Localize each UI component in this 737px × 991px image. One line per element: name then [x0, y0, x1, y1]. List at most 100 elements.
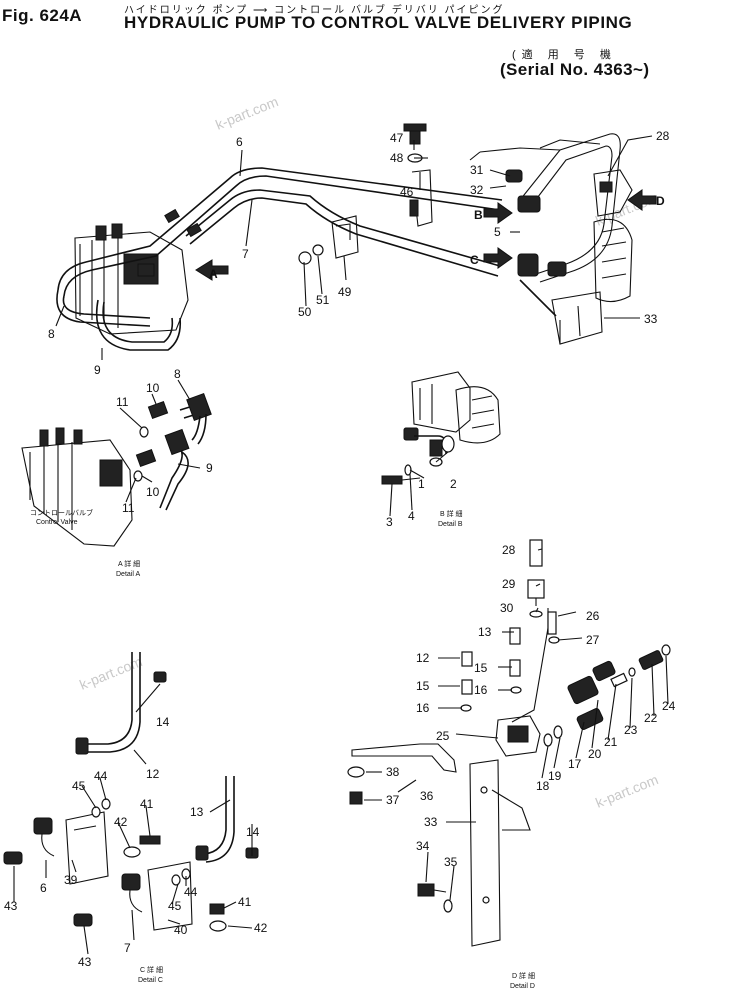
callout-7-detail-c: 7 [124, 941, 131, 955]
detail-b-title-jp: B 詳 細 [440, 509, 463, 518]
callout-31: 31 [470, 163, 484, 177]
detail-b: B 詳 細 Detail B [381, 371, 501, 528]
callout-5: 5 [494, 225, 501, 239]
pump-fitting-cluster [469, 133, 621, 317]
watermark-bottom: k-part.com [593, 771, 660, 811]
callout-9-detail-a: 9 [206, 461, 213, 475]
watermark-left: k-part.com [77, 653, 144, 693]
serial-english: (Serial No. 4363~) [500, 60, 650, 79]
callout-50: 50 [298, 305, 312, 319]
callout-33-detail-d: 33 [424, 815, 438, 829]
callout-10-lower: 10 [146, 485, 160, 499]
arrow-b-label: B [474, 208, 483, 222]
callout-8-detail-a: 8 [174, 367, 181, 381]
callout-51: 51 [316, 293, 330, 307]
callout-41-lower: 41 [238, 895, 252, 909]
callout-34: 34 [416, 839, 430, 853]
callout-22: 22 [644, 711, 658, 725]
callout-15-left: 15 [416, 679, 430, 693]
callout-12-detail-c: 12 [146, 767, 160, 781]
callout-46: 46 [400, 185, 414, 199]
callout-48: 48 [390, 151, 404, 165]
callout-43-lower: 43 [78, 955, 92, 969]
callout-16-right: 16 [474, 683, 488, 697]
watermark-right: k-part.com [593, 189, 660, 229]
control-valve-main [74, 223, 189, 335]
arrow-a-label: A [209, 267, 218, 281]
callout-41-upper: 41 [140, 797, 154, 811]
callout-23: 23 [624, 723, 638, 737]
callout-6: 6 [236, 135, 243, 149]
callout-24: 24 [662, 699, 676, 713]
callout-45-upper: 45 [72, 779, 86, 793]
callout-27: 27 [586, 633, 600, 647]
arrow-d-label: D [656, 194, 665, 208]
callout-19: 19 [548, 769, 562, 783]
leader-lines [13, 135, 669, 955]
clamp-bracket-parts [298, 123, 433, 265]
detail-c-title-jp: C 詳 細 [140, 965, 163, 974]
callout-16-left: 16 [416, 701, 430, 715]
callout-49: 49 [338, 285, 352, 299]
callout-15-right: 15 [474, 661, 488, 675]
callout-47: 47 [390, 131, 404, 145]
callout-42-lower: 42 [254, 921, 268, 935]
callout-9: 9 [94, 363, 101, 377]
callout-45-lower: 45 [168, 899, 182, 913]
detail-d: D 詳 細 Detail D [347, 539, 671, 990]
detail-a-part-jp: コントロールバルブ [30, 508, 93, 517]
callout-42-upper: 42 [114, 815, 128, 829]
callout-3: 3 [386, 515, 393, 529]
callout-35: 35 [444, 855, 458, 869]
title-japanese: ハイドロリック ポンプ ⟶ コントロール バルブ デリバリ パイピング [124, 5, 505, 16]
callout-10-upper: 10 [146, 381, 160, 395]
callout-6-detail-c: 6 [40, 881, 47, 895]
arrow-c-label: C [470, 253, 479, 267]
callout-20: 20 [588, 747, 602, 761]
callout-40: 40 [174, 923, 188, 937]
detail-d-title-en: Detail D [510, 983, 535, 990]
callout-30: 30 [500, 601, 514, 615]
callout-1: 1 [418, 477, 425, 491]
detail-a-title-en: Detail A [116, 571, 140, 578]
callout-44-upper: 44 [94, 769, 108, 783]
callout-13-detail-d: 13 [478, 625, 492, 639]
callout-36: 36 [420, 789, 434, 803]
figure-number: Fig. 624A [2, 6, 83, 25]
callout-18: 18 [536, 779, 550, 793]
callout-28: 28 [656, 129, 670, 143]
callout-21: 21 [604, 735, 618, 749]
callout-numbers: 6 7 8 9 28 31 32 5 47 48 46 49 51 50 33 … [4, 129, 676, 969]
detail-b-title-en: Detail B [438, 521, 463, 528]
callout-14-upper: 14 [156, 715, 170, 729]
detail-a-title-jp: A 詳 細 [118, 559, 140, 568]
callout-39: 39 [64, 873, 78, 887]
hydraulic-pump [551, 169, 633, 345]
callout-32: 32 [470, 183, 484, 197]
callout-37: 37 [386, 793, 400, 807]
callout-14-lower: 14 [246, 825, 260, 839]
callout-26: 26 [586, 609, 600, 623]
title-english: HYDRAULIC PUMP TO CONTROL VALVE DELIVERY… [124, 13, 633, 32]
callout-7: 7 [242, 247, 249, 261]
callout-4: 4 [408, 509, 415, 523]
callout-13-detail-c: 13 [190, 805, 204, 819]
detail-a-part-en: Control Valve [36, 519, 78, 526]
callout-11-lower: 11 [122, 501, 135, 515]
main-assembly: A [56, 123, 665, 351]
detail-d-title-jp: D 詳 細 [512, 971, 535, 980]
callout-8: 8 [48, 327, 55, 341]
callout-33-main: 33 [644, 312, 658, 326]
callout-43-upper: 43 [4, 899, 18, 913]
callout-29: 29 [502, 577, 516, 591]
watermark-top: k-part.com [213, 93, 280, 133]
callout-11-upper: 11 [116, 395, 129, 409]
detail-c-title-en: Detail C [138, 977, 163, 984]
callout-2: 2 [450, 477, 457, 491]
serial-japanese: (適 用 号 機 [512, 49, 617, 61]
callout-44-lower: 44 [184, 885, 198, 899]
callout-25: 25 [436, 729, 450, 743]
callout-17: 17 [568, 757, 582, 771]
